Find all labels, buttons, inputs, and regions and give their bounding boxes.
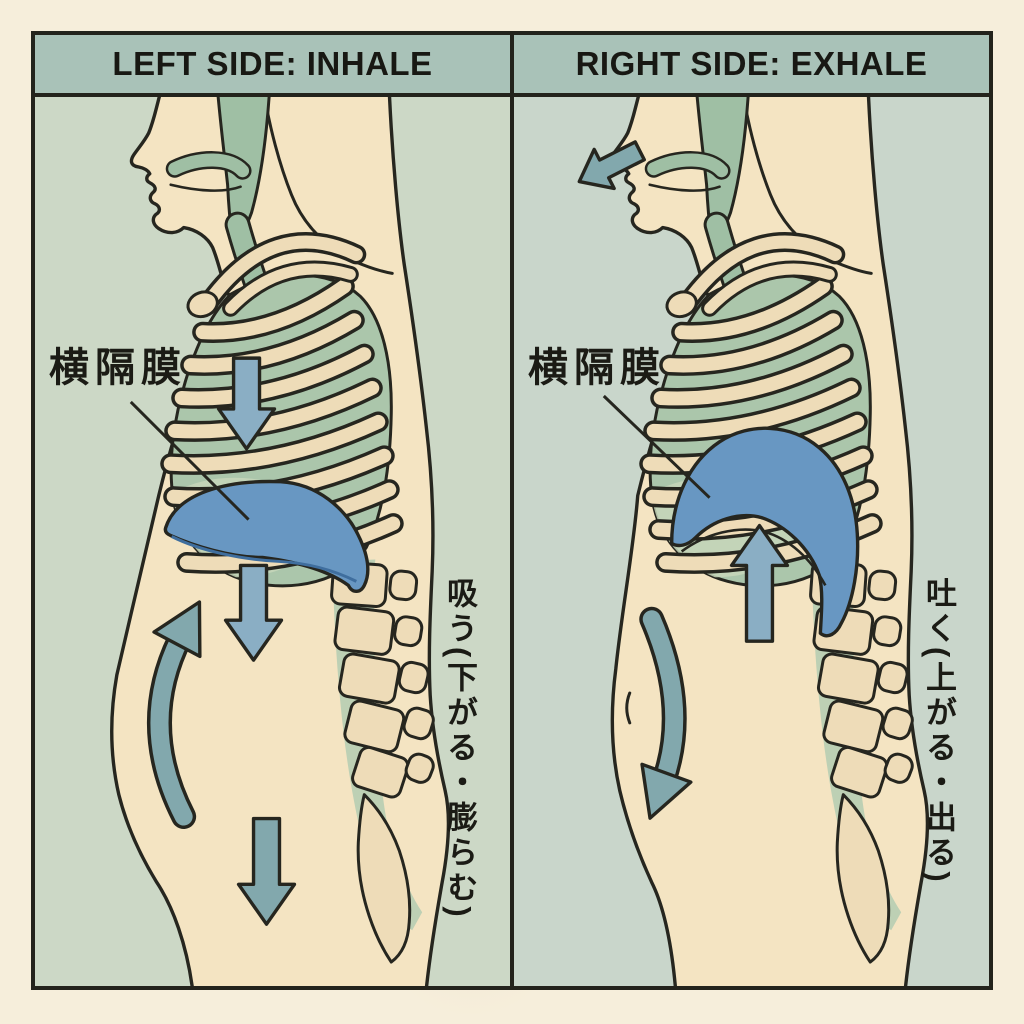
diaphragm-raised bbox=[669, 426, 860, 638]
spinous-process bbox=[388, 569, 419, 602]
nasal-passage bbox=[168, 153, 250, 178]
panels-row: 横隔膜 吸う(下がる・膨らむ) 横隔膜 吐く(上がる・出る) bbox=[35, 97, 989, 986]
rib bbox=[174, 347, 372, 406]
rib bbox=[653, 347, 851, 406]
diaphragm-label-exhale: 横隔膜 bbox=[528, 346, 666, 390]
curved-up-arrowhead bbox=[152, 600, 202, 659]
up-arrow-below-diaphragm bbox=[729, 523, 790, 643]
clavicle bbox=[202, 235, 363, 309]
shoulder-joint bbox=[665, 290, 698, 319]
first-rib bbox=[704, 263, 835, 314]
curved-down-arrowhead bbox=[640, 762, 693, 820]
neck-back-line bbox=[263, 97, 394, 275]
down-arrow-chest bbox=[216, 356, 277, 451]
spinous-process bbox=[881, 706, 914, 741]
spinous-process bbox=[402, 706, 435, 741]
spinous-process bbox=[867, 569, 898, 602]
inhale-anatomy bbox=[110, 97, 451, 986]
header-inhale-text: LEFT SIDE: INHALE bbox=[112, 45, 433, 82]
header-exhale: RIGHT SIDE: EXHALE bbox=[514, 35, 989, 93]
inhale-arrows bbox=[147, 356, 297, 926]
curved-up-arrow-belly bbox=[150, 628, 193, 826]
rib bbox=[195, 279, 352, 340]
rib bbox=[646, 381, 859, 439]
palate-line bbox=[169, 183, 242, 192]
exhale-caption: 吐く(上がる・出る) bbox=[921, 577, 956, 886]
exhale-figure bbox=[577, 97, 930, 986]
spinous-process bbox=[883, 752, 914, 784]
panel-exhale: 横隔膜 吐く(上がる・出る) bbox=[514, 97, 989, 986]
sacrum bbox=[356, 793, 412, 964]
spinous-process bbox=[404, 752, 435, 784]
spine bbox=[330, 559, 435, 964]
shoulder-joint bbox=[186, 290, 219, 319]
down-arrow-below-diaphragm bbox=[223, 563, 284, 662]
rib bbox=[167, 381, 380, 439]
spinous-process bbox=[393, 615, 424, 648]
vertebra bbox=[337, 652, 401, 705]
out-arrow-nose bbox=[577, 140, 646, 191]
rib bbox=[163, 414, 386, 472]
diaphragm-label-inhale: 横隔膜 bbox=[49, 346, 187, 390]
header-exhale-text: RIGHT SIDE: EXHALE bbox=[575, 45, 928, 82]
sacrum bbox=[835, 793, 891, 964]
header-inhale: LEFT SIDE: INHALE bbox=[35, 35, 510, 93]
clavicle bbox=[681, 235, 842, 309]
spine bbox=[809, 559, 914, 964]
palate-line bbox=[648, 183, 721, 192]
panel-divider bbox=[510, 97, 514, 986]
inhale-figure bbox=[110, 97, 451, 986]
spinous-process bbox=[872, 615, 903, 648]
panel-inhale: 横隔膜 吸う(下がる・膨らむ) bbox=[35, 97, 510, 986]
vertebra bbox=[816, 652, 880, 705]
diaphragm-pointer-line bbox=[602, 394, 711, 499]
neck-back-line bbox=[742, 97, 873, 275]
down-arrow-abdomen bbox=[236, 816, 297, 926]
spinous-process bbox=[397, 660, 430, 695]
first-rib bbox=[225, 263, 356, 314]
vertebra bbox=[351, 745, 410, 799]
spinous-process bbox=[876, 660, 909, 695]
rib bbox=[662, 313, 841, 373]
diagram-frame: LEFT SIDE: INHALE RIGHT SIDE: EXHALE 横隔膜… bbox=[31, 31, 993, 990]
vertebra bbox=[333, 605, 396, 656]
rib bbox=[674, 279, 831, 340]
header-divider bbox=[510, 35, 514, 93]
diaphragm bbox=[163, 479, 370, 594]
exhale-anatomy bbox=[577, 97, 930, 986]
curved-down-arrow-belly bbox=[642, 610, 684, 790]
waist-crease bbox=[625, 691, 632, 725]
exhale-arrows bbox=[577, 140, 790, 820]
rib bbox=[183, 313, 362, 373]
vertebra bbox=[830, 745, 889, 799]
diaphragm-pointer-line bbox=[129, 400, 250, 521]
nasal-passage bbox=[647, 153, 729, 178]
inhale-caption: 吸う(下がる・膨らむ) bbox=[442, 577, 477, 921]
header-row: LEFT SIDE: INHALE RIGHT SIDE: EXHALE bbox=[35, 35, 989, 97]
diaphragm-rim bbox=[171, 535, 357, 583]
